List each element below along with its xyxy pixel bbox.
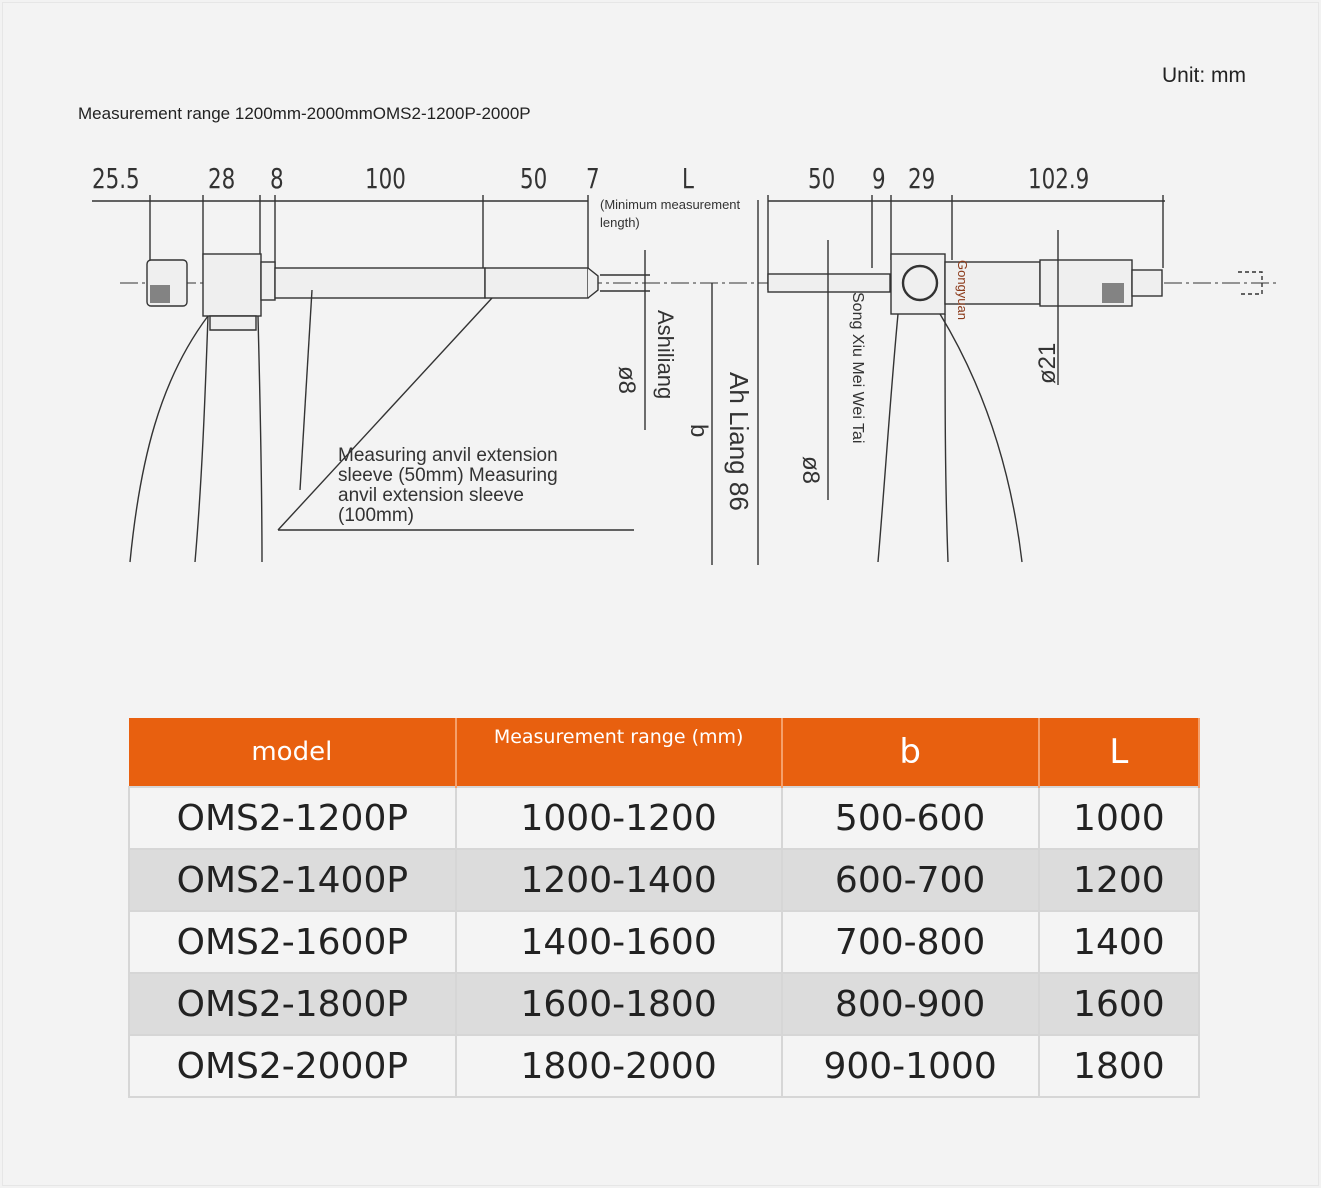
dim-9: 9	[872, 162, 886, 195]
cell-range: 1200-1400	[454, 848, 783, 912]
callout-line: Measuring anvil extension	[338, 445, 558, 466]
cell-range: 1800-2000	[454, 1034, 783, 1098]
dim-29: 29	[908, 162, 936, 195]
cell-L: 1800	[1037, 1034, 1201, 1098]
callout-line: (100mm)	[338, 505, 415, 526]
dim-28: 28	[208, 162, 236, 195]
dim-50-left: 50	[520, 162, 548, 195]
dim-7: 7	[586, 162, 600, 195]
cell-model: OMS2-2000P	[128, 1034, 457, 1098]
cell-range: 1600-1800	[454, 972, 783, 1036]
cell-b: 600-700	[780, 848, 1040, 912]
dim-102-9: 102.9	[1028, 162, 1090, 195]
min-length-note: (Minimum measurement length)	[600, 197, 741, 230]
label-b: b	[685, 424, 712, 438]
label-diameter-head: ø21	[1034, 342, 1061, 384]
spec-table: model Measurement range (mm) b L OMS2-12…	[128, 718, 1201, 1098]
label-diameter-left: ø8	[613, 366, 640, 395]
table-row: OMS2-2000P 1800-2000 900-1000 1800	[128, 1034, 1201, 1098]
micrometer-drawing	[92, 195, 1280, 565]
table-row: OMS2-1800P 1600-1800 800-900 1600	[128, 972, 1201, 1036]
label-song-xiu: Song Xiu Mei Wei Tai	[849, 292, 866, 444]
cell-L: 1200	[1037, 848, 1201, 912]
table-row: OMS2-1600P 1400-1600 700-800 1400	[128, 910, 1201, 974]
callout-extension-sleeve: Measuring anvil extension sleeve (50mm) …	[338, 446, 558, 526]
label-ah-liang: Ah Liang 86	[724, 372, 754, 511]
table-row: OMS2-1400P 1200-1400 600-700 1200	[128, 848, 1201, 912]
table-header-row: model Measurement range (mm) b L	[129, 718, 1201, 787]
dim-8: 8	[270, 162, 284, 195]
label-gongyuan: Gongyuan	[955, 260, 970, 320]
header-b: b	[781, 718, 1040, 787]
cell-L: 1400	[1037, 910, 1201, 974]
dim-L: L	[682, 162, 694, 195]
callout-line: sleeve (50mm) Measuring	[338, 465, 558, 486]
cell-b: 900-1000	[780, 1034, 1040, 1098]
cell-b: 500-600	[780, 786, 1040, 850]
cell-L: 1600	[1037, 972, 1201, 1036]
table-row: OMS2-1200P 1000-1200 500-600 1000	[128, 786, 1201, 850]
callout-line: anvil extension sleeve	[338, 485, 524, 506]
cell-model: OMS2-1400P	[128, 848, 457, 912]
label-diameter-right: ø8	[797, 456, 824, 485]
cell-range: 1000-1200	[454, 786, 783, 850]
cell-model: OMS2-1600P	[128, 910, 457, 974]
header-model: model	[129, 718, 457, 787]
cell-model: OMS2-1200P	[128, 786, 457, 850]
dim-25-5: 25.5	[92, 162, 140, 195]
cell-L: 1000	[1037, 786, 1201, 850]
header-L: L	[1038, 718, 1201, 787]
cell-b: 800-900	[780, 972, 1040, 1036]
cell-model: OMS2-1800P	[128, 972, 457, 1036]
cell-b: 700-800	[780, 910, 1040, 974]
dim-100: 100	[365, 162, 406, 195]
dim-50-right: 50	[808, 162, 836, 195]
label-ashiliang: Ashiliang	[653, 310, 678, 400]
diagram-title: Measurement range 1200mm-2000mmOMS2-1200…	[78, 104, 531, 123]
unit-label: Unit: mm	[1162, 64, 1246, 87]
header-measurement-range: Measurement range (mm)	[455, 718, 783, 787]
cell-range: 1400-1600	[454, 910, 783, 974]
